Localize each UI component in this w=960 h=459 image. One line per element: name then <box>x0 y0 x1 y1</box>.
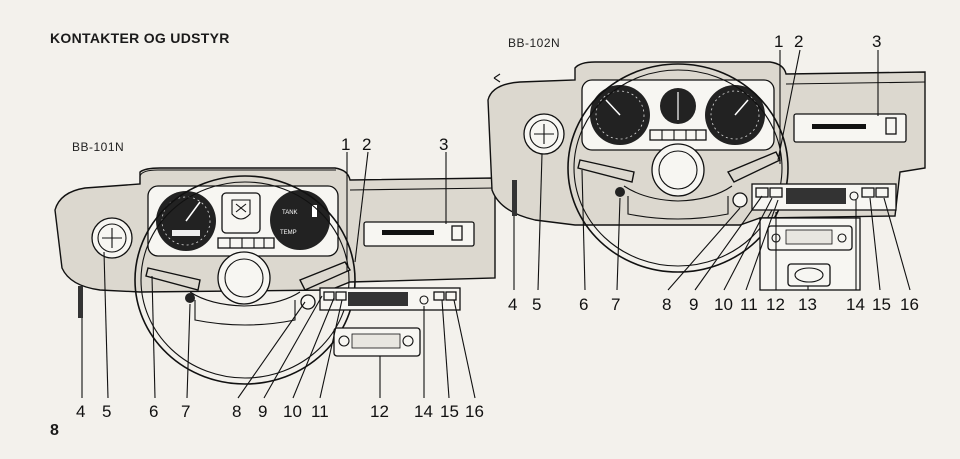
callout-right-11: 11 <box>740 295 758 314</box>
callout-right-8: 8 <box>662 295 671 314</box>
callout-right-9: 9 <box>689 295 698 314</box>
callout-right-3: 3 <box>872 32 881 51</box>
callout-left-10: 10 <box>283 402 302 421</box>
callout-left-9: 9 <box>258 402 267 421</box>
page-title: KONTAKTER OG UDSTYR <box>50 30 230 46</box>
callout-left-16: 16 <box>465 402 484 421</box>
callout-right-12: 12 <box>766 295 785 314</box>
fuel-temp-gauge-left: TANK TEMP <box>270 190 330 250</box>
speedometer-left <box>156 191 216 251</box>
callout-right-2: 2 <box>794 32 803 51</box>
lower-console-right <box>759 217 861 291</box>
callout-right-7: 7 <box>611 295 620 314</box>
callout-right-6: 6 <box>579 295 588 314</box>
callout-right-15: 15 <box>872 295 891 314</box>
callout-left-12: 12 <box>370 402 389 421</box>
tachometer-right <box>705 85 765 145</box>
callout-right-13: 13 <box>798 295 817 314</box>
heater-control-right <box>793 113 907 143</box>
callout-left-3: 3 <box>439 135 448 154</box>
callout-left-7: 7 <box>181 402 190 421</box>
callouts-right: 1 2 3 4 5 6 7 8 9 10 11 12 13 14 15 16 <box>508 32 919 314</box>
warning-panel-left <box>221 192 261 234</box>
model-label-bb-102n: BB-102N <box>508 36 561 50</box>
svg-text:TEMP: TEMP <box>280 230 297 236</box>
indicator-lights-right <box>649 129 707 141</box>
heater-control-left <box>363 221 475 247</box>
air-vent-left <box>91 217 133 259</box>
air-vent-right <box>523 113 565 155</box>
callout-right-1: 1 <box>774 32 783 51</box>
callout-left-4: 4 <box>76 402 85 421</box>
radio-console-right <box>751 183 897 211</box>
callout-left-8: 8 <box>232 402 241 421</box>
dashboard-bb-102n <box>487 49 926 291</box>
callout-left-14: 14 <box>414 402 433 421</box>
callout-right-5: 5 <box>532 295 541 314</box>
callout-left-15: 15 <box>440 402 459 421</box>
callout-left-6: 6 <box>149 402 158 421</box>
steering-wheel-left <box>134 175 356 385</box>
steering-wheel-right <box>567 63 789 273</box>
dashboard-bb-101n: TANK TEMP <box>54 151 496 399</box>
indicator-lights-left <box>217 237 275 249</box>
callout-right-16: 16 <box>900 295 919 314</box>
callout-right-14: 14 <box>846 295 865 314</box>
callout-right-4: 4 <box>508 295 517 314</box>
radio-console-left <box>319 287 461 311</box>
center-gauge-right <box>660 88 696 124</box>
svg-text:TANK: TANK <box>282 210 298 216</box>
radio-left <box>333 327 421 357</box>
callout-left-2: 2 <box>362 135 371 154</box>
callout-left-1: 1 <box>341 135 350 154</box>
callout-right-10: 10 <box>714 295 733 314</box>
callout-left-11: 11 <box>311 402 329 421</box>
callouts-left: 1 2 3 4 5 6 7 8 9 10 11 12 14 15 16 <box>76 135 484 421</box>
callout-left-5: 5 <box>102 402 111 421</box>
page-number: 8 <box>50 422 59 439</box>
model-label-bb-101n: BB-101N <box>72 140 125 154</box>
speedometer-right <box>590 85 650 145</box>
